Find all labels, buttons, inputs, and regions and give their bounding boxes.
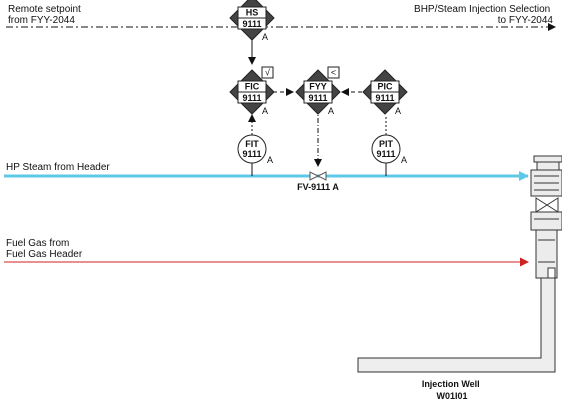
wellhead[interactable]	[530, 155, 562, 279]
pic-function-text: PIC	[377, 82, 393, 92]
fic-function-box	[261, 66, 274, 79]
fit-suffix-text: A	[267, 155, 273, 165]
control-valve[interactable]	[309, 171, 327, 181]
pic-loop-text: 9111	[375, 93, 394, 103]
fit-function-text: FIT	[245, 139, 259, 149]
fyy-suffix-text: A	[328, 106, 334, 116]
fic-function-symbol: √	[265, 68, 270, 78]
fit-loop-text: 9111	[242, 149, 261, 159]
fyy-loop-text: 9111	[308, 93, 327, 103]
pit-loop-text: 9111	[376, 149, 395, 159]
hs-function-text: HS	[246, 8, 259, 18]
fuel-gas-label: Fuel Gas from Fuel Gas Header	[6, 238, 83, 260]
fic-function-text: FIC	[245, 82, 260, 92]
pic-suffix-text: A	[395, 106, 401, 116]
hs-loop-text: 9111	[242, 19, 261, 29]
valve-tag-label: FV-9111 A	[297, 182, 339, 192]
pit-bubble	[371, 134, 401, 164]
hs-suffix-text: A	[262, 32, 268, 42]
fic-suffix-text: A	[262, 106, 268, 116]
pit-suffix-text: A	[401, 155, 407, 165]
fyy-function-symbol: <	[331, 68, 336, 78]
fyy-function-box	[327, 66, 340, 79]
pit-function-text: PIT	[379, 139, 394, 149]
fic-loop-text: 9111	[242, 93, 261, 103]
well-casing	[357, 277, 556, 373]
steam-line-label: HP Steam from Header	[6, 162, 110, 173]
remote-setpoint-label: Remote setpoint from FYY-2044	[8, 4, 84, 26]
well-label: Injection Well W01I01	[422, 379, 482, 401]
fyy-function-text: FYY	[309, 82, 327, 92]
bhp-selection-label: BHP/Steam Injection Selection to FYY-204…	[414, 4, 553, 26]
fit-bubble	[237, 134, 267, 164]
instruments: HS9111AFIC9111A√FYY9111A<PIC9111AFIT9111…	[229, 0, 408, 165]
